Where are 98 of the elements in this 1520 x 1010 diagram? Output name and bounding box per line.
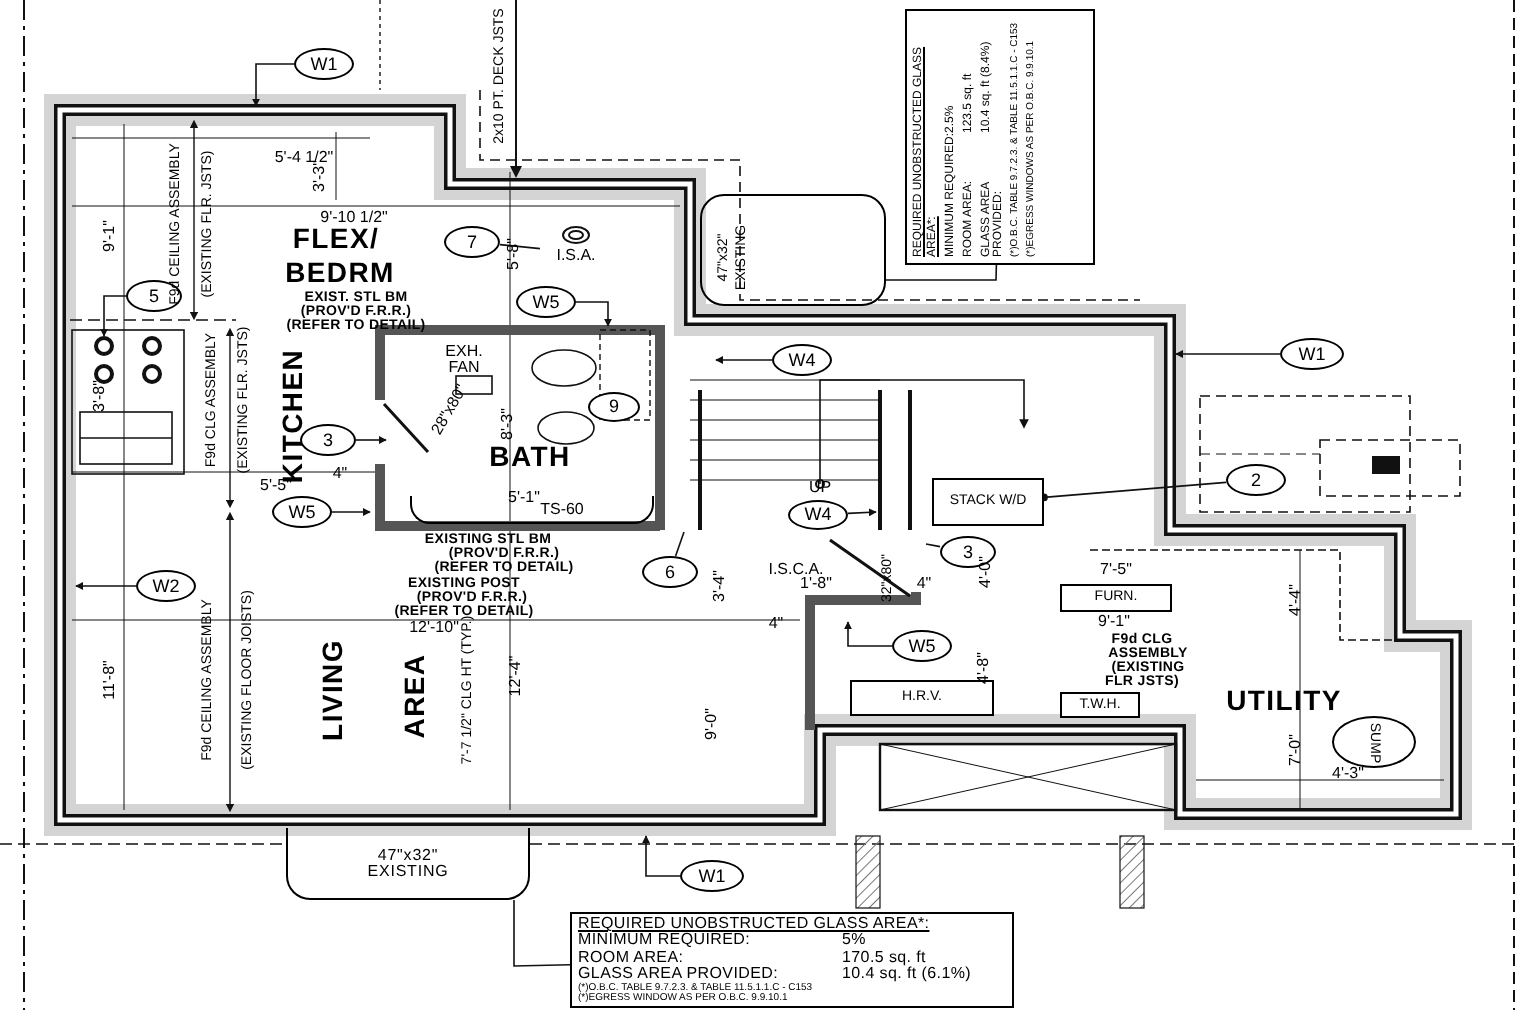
dimension-text: 5'-1" bbox=[508, 490, 540, 506]
leader-line bbox=[642, 835, 681, 877]
dimension-text: 1'-8" bbox=[800, 576, 832, 592]
dimension-text: 12'-4" bbox=[508, 655, 524, 697]
leader-line bbox=[674, 531, 685, 557]
table-text: MINIMUM REQUIRED: bbox=[578, 932, 753, 950]
dimension-text: 12'-10" bbox=[409, 620, 459, 636]
dimension-text: 3'-8" bbox=[92, 380, 108, 412]
callout-bubble bbox=[516, 286, 576, 318]
fixture-label: FAN bbox=[448, 360, 480, 376]
callout-bubble bbox=[1226, 464, 1286, 496]
callout-text: 3 bbox=[322, 431, 333, 449]
dimension-text: 4" bbox=[916, 576, 932, 592]
dimension-text: 11'-8" bbox=[102, 660, 118, 700]
fixture-label: I.S.A. bbox=[556, 248, 596, 264]
table-text: 10.4 sq. ft (6.1%) bbox=[842, 966, 974, 984]
room-name: UTILITY bbox=[1226, 686, 1342, 714]
dimension-text: 3'-4" bbox=[712, 570, 728, 602]
appliance-box bbox=[1060, 692, 1140, 718]
callout-bubble bbox=[136, 570, 196, 602]
leader-line bbox=[499, 243, 541, 250]
leader-line bbox=[252, 63, 295, 107]
callout-bubble bbox=[680, 860, 744, 892]
fixture-label: TS-60 bbox=[540, 501, 584, 517]
callout-text: W1 bbox=[310, 55, 338, 73]
table-text: ROOM AREA: bbox=[578, 949, 686, 966]
room-name: BEDRM bbox=[285, 258, 395, 286]
room-name: LIVING bbox=[318, 639, 346, 741]
dimension-text: 9'-0" bbox=[704, 708, 720, 740]
glass-area-table bbox=[904, 8, 1094, 264]
leader-line bbox=[100, 295, 127, 337]
dimension-text: 9'-1" bbox=[102, 220, 118, 252]
sump-pit bbox=[1332, 716, 1416, 768]
glass-area-table bbox=[570, 912, 1014, 1008]
callout-text: 9 bbox=[608, 398, 619, 416]
leader-line bbox=[355, 436, 387, 444]
table-title: REQUIRED UNOBSTRUCTED GLASS AREA*: bbox=[578, 916, 932, 932]
callout-text: W1 bbox=[1298, 345, 1326, 363]
dimension-text: 5'-8" bbox=[506, 238, 522, 270]
callout-text: W5 bbox=[908, 637, 936, 655]
appliance-box bbox=[932, 478, 1044, 526]
callout-text: W5 bbox=[288, 503, 316, 521]
table-text: 5% bbox=[842, 932, 868, 950]
dimension-text: 7'-5" bbox=[1100, 562, 1132, 578]
window-label: 47"x32" EXISTING bbox=[365, 848, 451, 884]
callout-text: W1 bbox=[698, 867, 726, 885]
dimension-text: 7'-0" bbox=[1288, 734, 1304, 766]
callout-text: W4 bbox=[788, 351, 816, 369]
room-name: BATH bbox=[489, 442, 571, 470]
leader-line bbox=[513, 899, 571, 967]
callout-text: W4 bbox=[804, 506, 832, 524]
callout-bubble bbox=[1280, 338, 1344, 370]
dimension-text: 9'-1" bbox=[1098, 614, 1130, 630]
callout-text: 7 bbox=[466, 233, 477, 251]
callout-bubble bbox=[272, 496, 332, 528]
room-name: FLEX/ bbox=[292, 224, 380, 252]
dimension-text: 3'-3" bbox=[312, 160, 328, 192]
table-text: GLASS AREA PROVIDED: bbox=[578, 966, 781, 983]
leader-line bbox=[1175, 350, 1281, 358]
callout-text: W5 bbox=[532, 293, 560, 311]
callout-bubble bbox=[788, 500, 848, 530]
callout-text: W2 bbox=[152, 577, 180, 595]
dimension-text: 9'-10 1/2" bbox=[320, 210, 388, 226]
callout-bubble bbox=[444, 226, 500, 258]
window-outline bbox=[286, 828, 530, 900]
leader-line bbox=[715, 356, 773, 364]
callout-text: 5 bbox=[148, 287, 159, 305]
fixture-label: EXH. bbox=[445, 344, 483, 360]
room-name: AREA bbox=[400, 653, 428, 739]
window-outline bbox=[700, 194, 886, 306]
leader-line bbox=[331, 508, 371, 516]
callout-bubble bbox=[300, 424, 356, 456]
callout-bubble bbox=[772, 344, 832, 376]
leader-line bbox=[925, 543, 941, 548]
leader-line bbox=[847, 508, 877, 517]
stair-label: UP bbox=[808, 480, 832, 496]
dimension-text: 4'-0" bbox=[978, 556, 994, 588]
callout-bubble bbox=[588, 392, 640, 422]
leader-line bbox=[885, 263, 998, 281]
leader-line bbox=[575, 301, 612, 327]
callout-text: 6 bbox=[664, 563, 675, 581]
callout-bubble bbox=[126, 280, 182, 312]
callout-bubble bbox=[642, 556, 698, 588]
appliance-box bbox=[850, 680, 994, 716]
dimension-text: 8'-3" bbox=[500, 408, 516, 440]
leader-line bbox=[75, 582, 137, 590]
dimension-text: 4'-4" bbox=[1288, 584, 1304, 616]
leader-line bbox=[1040, 481, 1227, 502]
leader-line bbox=[844, 621, 893, 647]
table-text: 170.5 sq. ft bbox=[842, 949, 928, 966]
callout-text: 3 bbox=[962, 543, 973, 561]
callout-bubble bbox=[294, 48, 354, 80]
callout-text: 2 bbox=[1250, 471, 1261, 489]
dimension-text: 4" bbox=[332, 466, 348, 482]
dimension-text: 4'-3" bbox=[1332, 766, 1364, 782]
appliance-box bbox=[1060, 584, 1172, 612]
callout-bubble bbox=[892, 630, 952, 662]
dimension-text: 4" bbox=[768, 616, 784, 632]
